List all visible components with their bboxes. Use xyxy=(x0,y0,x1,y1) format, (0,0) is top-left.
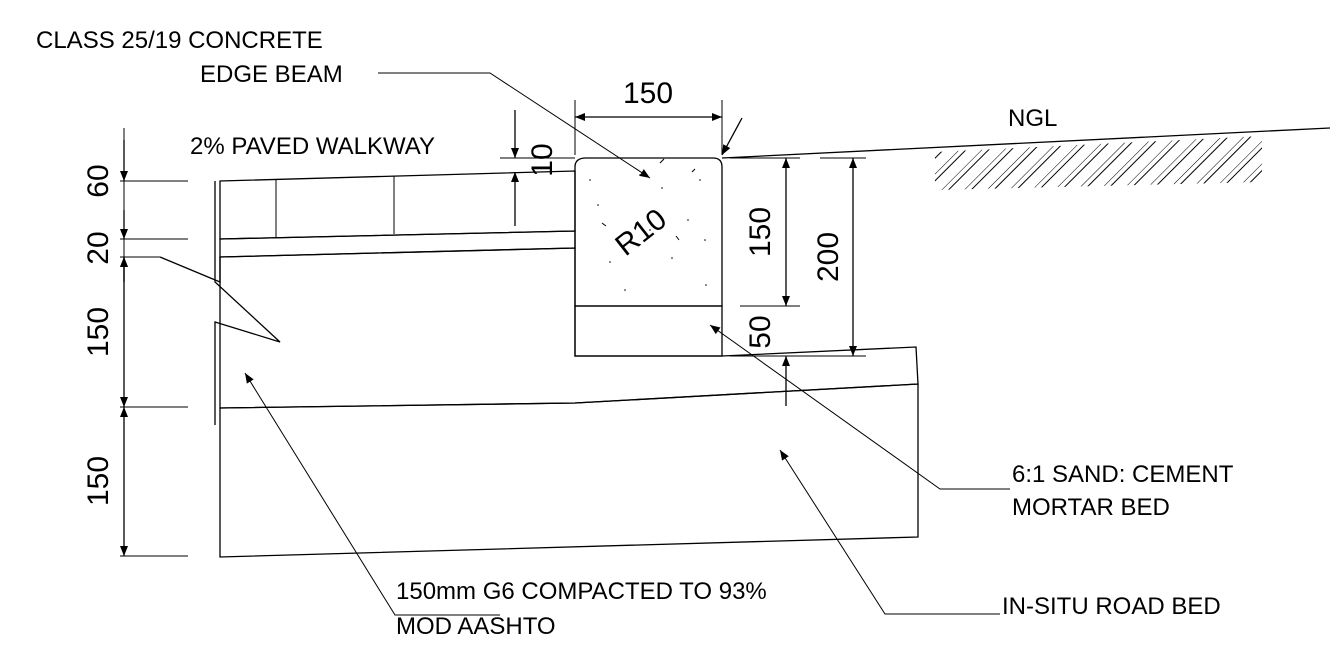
concrete-label-line2: EDGE BEAM xyxy=(200,61,343,88)
mortar-label-line2: MORTAR BED xyxy=(1012,494,1170,521)
offset-dimension xyxy=(500,110,575,226)
walkway-label: 2% PAVED WALKWAY xyxy=(190,133,435,160)
leader-lines xyxy=(244,72,1010,616)
left-dim-60: 60 xyxy=(82,164,115,197)
beam-width-dimension xyxy=(574,100,743,156)
dim-150-top: 150 xyxy=(623,77,673,110)
concrete-label-line1: CLASS 25/19 CONCRETE xyxy=(36,27,323,54)
dim-50: 50 xyxy=(744,315,777,348)
ngl-label: NGL xyxy=(1008,105,1057,132)
roadbed-label: IN-SITU ROAD BED xyxy=(1002,593,1221,620)
left-dim-150-lower: 150 xyxy=(82,456,115,506)
left-dim-150-upper: 150 xyxy=(82,307,115,357)
dim-150-right: 150 xyxy=(744,207,777,257)
mortar-bed xyxy=(574,305,723,357)
right-dimensions xyxy=(730,157,866,406)
break-line xyxy=(159,181,281,425)
mortar-label-line1: 6:1 SAND: CEMENT xyxy=(1012,461,1234,488)
paver-layer xyxy=(219,170,576,240)
left-dim-20: 20 xyxy=(82,231,115,264)
g6-label-line2: MOD AASHTO xyxy=(396,613,556,640)
natural-ground-line xyxy=(721,127,1330,190)
dim-200: 200 xyxy=(812,232,845,282)
radius-label: R10 xyxy=(609,203,673,263)
in-situ-road-bed-layer xyxy=(219,383,919,558)
dim-10: 10 xyxy=(526,143,559,176)
left-dimension-chain xyxy=(120,128,188,557)
g6-label-line1: 150mm G6 COMPACTED TO 93% xyxy=(396,578,767,605)
